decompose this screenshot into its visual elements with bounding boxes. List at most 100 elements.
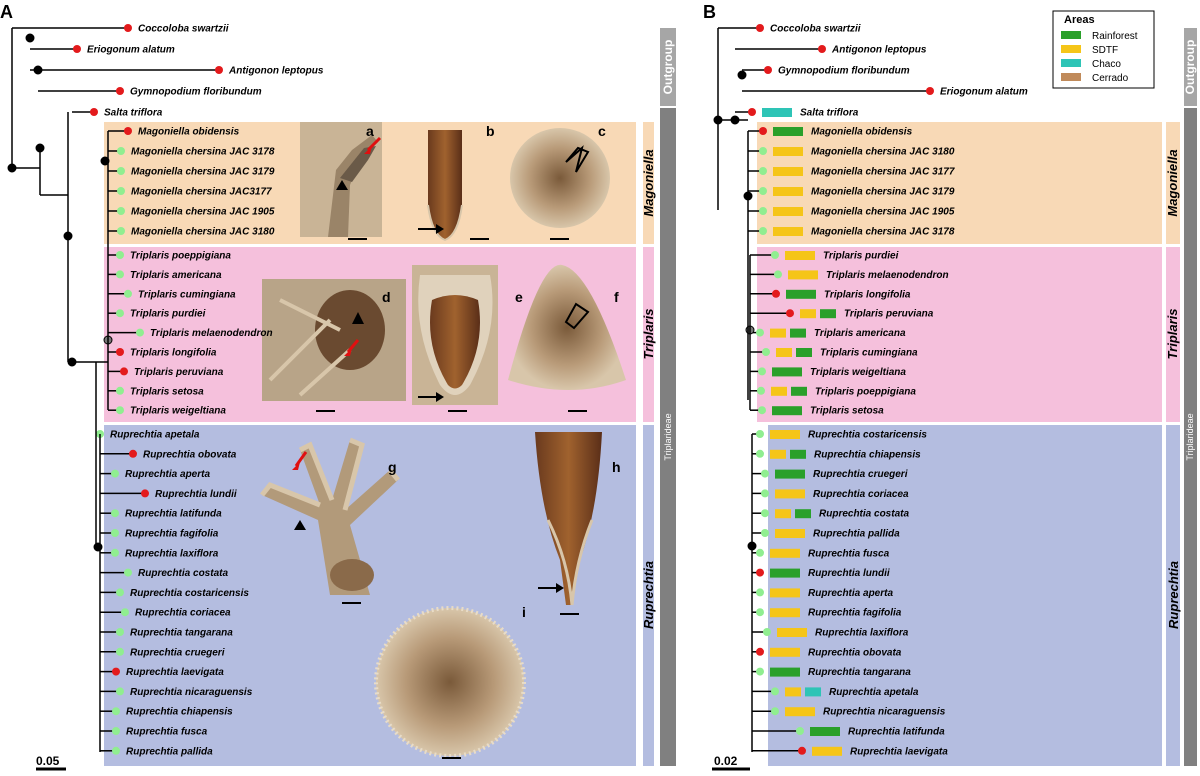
panel-letter-a: A: [0, 2, 13, 22]
triplaris-label-a: Triplaris: [641, 308, 656, 359]
magoniella-label-b: Magoniella: [1165, 149, 1180, 216]
tip-dot-triplaris-americana: [756, 328, 764, 337]
photo-c-fruit-top: c: [510, 123, 610, 240]
node-support-8: [93, 542, 103, 552]
tip-dot-ruprechtia-chiapensis: [112, 707, 120, 716]
tribe-label-b: Triplarideae: [1185, 413, 1195, 460]
area-bar-ruprechtia-chiapensis-0: [770, 449, 786, 459]
outgroup-label-b: Outgroup: [1183, 40, 1197, 95]
taxon-label-ruprechtia-latifunda: Ruprechtia latifunda: [125, 509, 222, 520]
tip-dot-ruprechtia-cruegeri: [761, 469, 769, 478]
taxon-label-triplaris-cumingiana: Triplaris cumingiana: [138, 289, 236, 300]
tip-dot-triplaris-purdiei: [771, 251, 779, 259]
tip-dot-gymnopodium-floribundum: [764, 66, 772, 74]
tip-dot-triplaris-americana: [116, 270, 124, 279]
ruprechtia-bar-b: [1166, 425, 1180, 766]
node-support-6: [100, 156, 110, 166]
tip-dot-salta-triflora: [90, 108, 98, 116]
taxon-label-ruprechtia-latifunda: Ruprechtia latifunda: [848, 727, 945, 738]
taxon-label-ruprechtia-tangarana: Ruprechtia tangarana: [130, 628, 233, 639]
photo-letter-d: d: [382, 289, 391, 305]
area-bar-ruprechtia-fusca-0: [770, 548, 800, 558]
area-bar-ruprechtia-latifunda-0: [810, 727, 840, 736]
tip-dot-ruprechtia-fagifolia: [756, 608, 764, 617]
tip-dot-ruprechtia-nicaraguensis: [771, 707, 779, 716]
tip-dot-antigonon-leptopus: [818, 45, 826, 53]
tip-dot-ruprechtia-fagifolia: [111, 529, 119, 537]
taxon-label-ruprechtia-laxiflora: Ruprechtia laxiflora: [815, 628, 909, 639]
photo-letter-e: e: [515, 289, 523, 305]
tip-dot-triplaris-cumingiana: [124, 289, 132, 298]
tip-dot-magoniella-chersina-jac-3178: [117, 147, 125, 155]
taxon-label-eriogonum-alatum: Eriogonum alatum: [940, 87, 1028, 98]
taxon-label-ruprechtia-coriacea: Ruprechtia coriacea: [813, 489, 909, 500]
taxon-label-ruprechtia-lundii: Ruprechtia lundii: [155, 489, 237, 500]
taxon-label-triplaris-weigeltiana: Triplaris weigeltiana: [130, 406, 226, 417]
area-bar-magoniella-chersina-jac-3179-0: [773, 187, 803, 196]
area-bar-triplaris-cumingiana-0: [776, 348, 792, 357]
tip-dot-ruprechtia-coriacea: [121, 608, 129, 617]
ruprechtia-label-b: Ruprechtia: [1166, 561, 1181, 629]
tip-dot-ruprechtia-aperta: [111, 469, 119, 478]
taxon-label-ruprechtia-apetala: Ruprechtia apetala: [829, 687, 919, 698]
taxon-label-antigonon-leptopus: Antigonon leptopus: [228, 66, 324, 77]
taxon-label-gymnopodium-floribundum: Gymnopodium floribundum: [130, 87, 262, 98]
taxon-label-triplaris-longifolia: Triplaris longifolia: [824, 289, 911, 300]
taxon-label-triplaris-americana: Triplaris americana: [814, 328, 906, 339]
outgroup-bar-a: [660, 28, 676, 106]
tip-dot-ruprechtia-cruegeri: [116, 647, 124, 656]
tip-dot-magoniella-chersina-jac-1905: [117, 207, 125, 215]
triplaris-box-b: [757, 247, 1162, 422]
area-bar-magoniella-chersina-jac-3180-0: [773, 147, 803, 156]
area-bar-triplaris-longifolia-0: [786, 289, 816, 299]
outgroup-label-a: Outgroup: [661, 40, 675, 95]
taxon-label-eriogonum-alatum: Eriogonum alatum: [87, 45, 175, 56]
area-bar-ruprechtia-laevigata-0: [812, 746, 842, 756]
tip-dot-ruprechtia-aperta: [756, 588, 764, 597]
area-bar-magoniella-chersina-jac-3178-0: [773, 227, 803, 236]
taxon-label-ruprechtia-obovata: Ruprechtia obovata: [808, 647, 902, 658]
tip-dot-ruprechtia-fusca: [756, 548, 764, 557]
tip-dot-magoniella-chersina-jac-3180: [117, 227, 125, 235]
tip-dot-gymnopodium-floribundum: [116, 87, 124, 95]
taxon-label-ruprechtia-nicaraguensis: Ruprechtia nicaraguensis: [130, 687, 253, 698]
tip-dot-eriogonum-alatum: [926, 87, 934, 95]
taxon-label-antigonon-leptopus: Antigonon leptopus: [831, 45, 927, 56]
area-bar-triplaris-poeppigiana-1: [791, 386, 807, 396]
taxon-label-coccoloba-swartzii: Coccoloba swartzii: [138, 24, 229, 35]
tip-dot-ruprechtia-costaricensis: [116, 588, 124, 597]
taxon-label-ruprechtia-costata: Ruprechtia costata: [138, 568, 228, 579]
taxon-label-ruprechtia-aperta: Ruprechtia aperta: [125, 469, 210, 480]
tip-dot-antigonon-leptopus: [215, 66, 223, 74]
area-bar-ruprechtia-laxiflora-0: [777, 628, 807, 637]
node-support-1: [737, 70, 747, 80]
taxon-label-triplaris-peruviana: Triplaris peruviana: [844, 309, 934, 320]
taxon-label-magoniella-chersina-jac3177: Magoniella chersina JAC3177: [131, 187, 272, 198]
tip-dot-ruprechtia-fusca: [112, 727, 120, 735]
photo-letter-g: g: [388, 459, 397, 475]
legend-title: Areas: [1064, 14, 1095, 26]
triplaris-bar-b: [1166, 247, 1180, 422]
tip-dot-ruprechtia-laevigata: [112, 667, 120, 676]
taxon-label-ruprechtia-pallida: Ruprechtia pallida: [126, 746, 213, 757]
tip-dot-triplaris-cumingiana: [762, 348, 770, 356]
taxon-label-ruprechtia-fusca: Ruprechtia fusca: [808, 548, 890, 559]
taxon-label-magoniella-chersina-jac-1905: Magoniella chersina JAC 1905: [131, 207, 275, 218]
tip-dot-triplaris-purdiei: [116, 309, 124, 318]
tribe-bar-a: [660, 108, 676, 766]
tip-dot-ruprechtia-obovata: [756, 647, 764, 656]
tip-dot-ruprechtia-latifunda: [111, 509, 119, 518]
node-support-3: [33, 65, 43, 75]
area-bar-triplaris-peruviana-0: [800, 309, 816, 319]
taxon-label-ruprechtia-laxiflora: Ruprechtia laxiflora: [125, 548, 219, 559]
photo-letter-f: f: [614, 289, 619, 305]
magoniella-box-b: [757, 122, 1162, 244]
taxon-label-triplaris-melaenodendron: Triplaris melaenodendron: [826, 270, 949, 281]
area-bar-ruprechtia-apetala-1: [805, 687, 821, 697]
taxon-label-ruprechtia-cruegeri: Ruprechtia cruegeri: [813, 469, 908, 480]
taxon-label-triplaris-poeppigiana: Triplaris poeppigiana: [815, 386, 916, 397]
node-support-2: [25, 33, 35, 43]
area-legend: Areas Rainforest SDTF Chaco Cerrado: [1052, 10, 1155, 89]
tip-dot-triplaris-poeppigiana: [757, 386, 765, 395]
